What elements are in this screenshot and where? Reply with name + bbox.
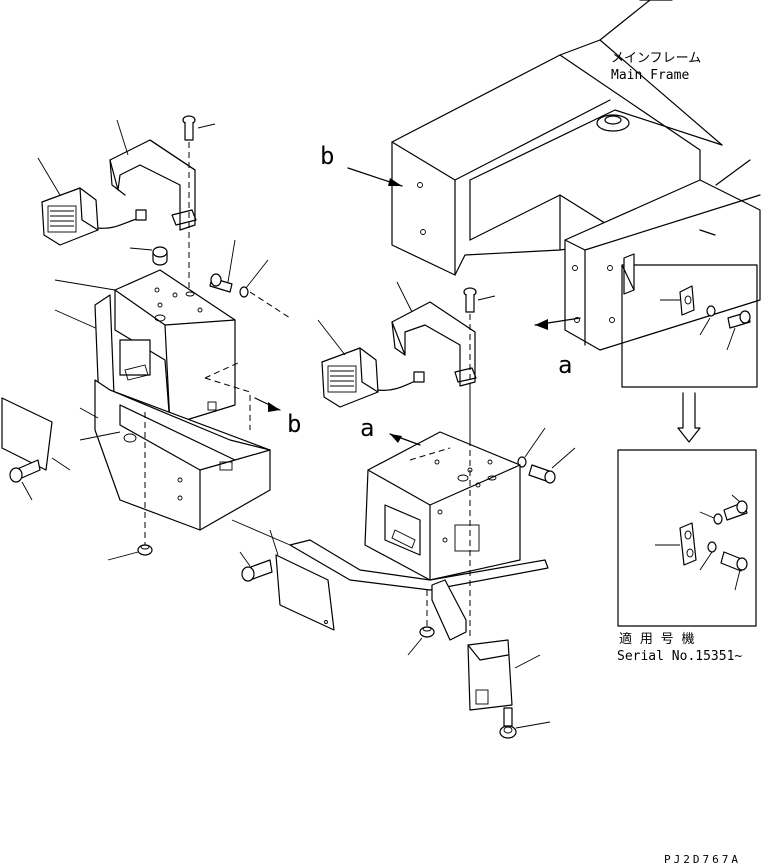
left-grommet-bottom	[107, 544, 153, 561]
serial-label-jp: 適 用 号 機	[619, 631, 694, 647]
left-plate	[79, 294, 271, 545]
detail-box-bracket	[621, 253, 758, 388]
middle-lamp-lower	[467, 390, 541, 711]
middle-bottom-plate	[231, 519, 549, 641]
left-bolt-top	[182, 115, 216, 330]
left-work-lamp	[37, 157, 147, 246]
left-box-body	[54, 269, 236, 426]
serial-label-en: Serial No.15351~	[617, 649, 742, 664]
middle-box-body	[364, 431, 521, 581]
left-side-panel	[1, 397, 71, 471]
drawing-code: PJ2D767A	[664, 853, 741, 866]
middle-bolt-bottom	[499, 707, 551, 739]
view-label-a-frame: a	[558, 351, 572, 379]
view-label-a-left: a	[360, 414, 374, 442]
left-bolt-lower	[9, 459, 41, 501]
left-lamp-cover	[109, 119, 197, 231]
main-frame-label-en: Main Frame	[611, 68, 689, 83]
view-arrow-a-frame	[534, 317, 581, 330]
view-arrow-a-left	[389, 433, 421, 446]
middle-bolt-left	[239, 551, 273, 582]
left-grommet	[129, 246, 168, 266]
middle-side-panel	[269, 529, 335, 631]
middle-grommet-bottom	[407, 590, 435, 656]
view-label-b-side: b	[287, 410, 301, 438]
main-frame-label-jp: メインフレーム	[611, 51, 701, 66]
middle-work-lamp	[317, 319, 425, 408]
arrow-down-detail	[677, 392, 701, 443]
left-bolt-side	[209, 239, 291, 319]
middle-bolt-top	[463, 287, 496, 500]
main-frame	[391, 0, 761, 351]
middle-lamp-cover	[391, 281, 477, 387]
view-label-b-top: b	[320, 142, 334, 170]
view-arrow-b-side	[254, 397, 281, 412]
detail-box-serial	[617, 449, 757, 627]
view-arrow-b-top	[347, 167, 403, 187]
middle-washer-bolt	[517, 427, 576, 484]
